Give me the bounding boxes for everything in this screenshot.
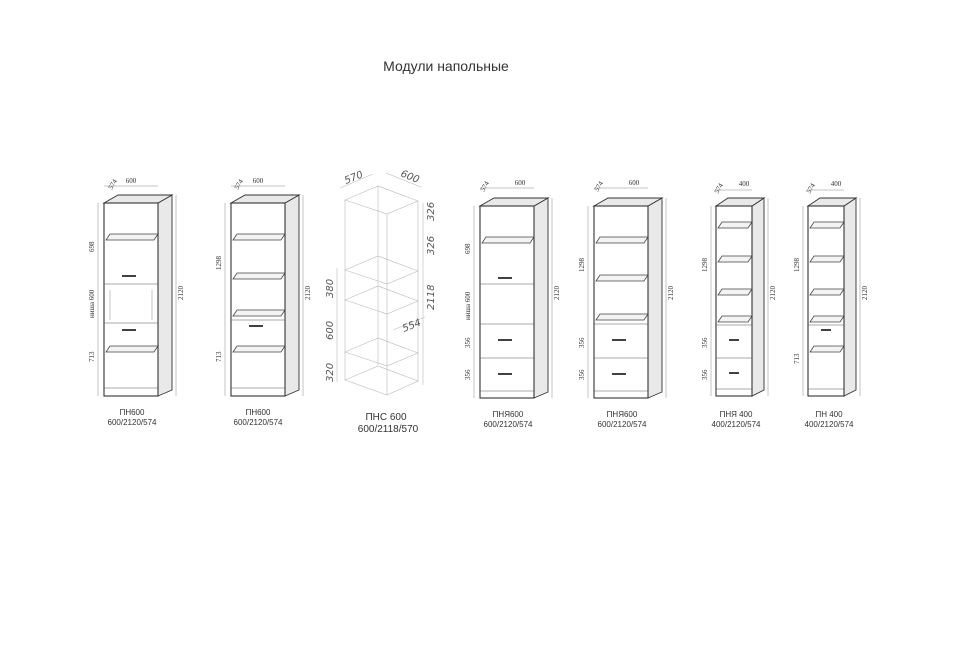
cabinet-pnya600-b: 600 574 1298 356 356 2120 ПНЯ600 600/212… [578,179,675,429]
dim-label: 356 [578,369,586,380]
cabinet-size: 400/2120/574 [805,420,854,429]
dim-label: 1298 [215,256,223,271]
cabinet-pn600-a: 600 574 698 ниша 600 713 2120 ПН600 600/… [88,177,185,427]
dim-label: 356 [578,337,586,348]
cabinet-code: ПН600 [120,408,145,417]
dim-label: 356 [464,337,472,348]
width-label: 600 [515,179,526,187]
cabinet-size: 600/2120/574 [484,420,533,429]
dim-label: 713 [88,351,96,362]
height-label: 2120 [304,286,312,301]
page-title: Модули напольные [383,58,509,74]
cabinet-code: ПНЯ600 [493,410,524,419]
height-label: 2120 [667,286,675,301]
dim-label: 326 [426,202,437,221]
width-label: 600 [126,177,137,185]
cabinet-pnya400: 400 574 1298 356 356 2120 ПНЯ 400 400/21… [701,180,777,429]
dim-label: 713 [793,353,801,364]
width-label: 600 [399,169,421,186]
cabinet-code: ПНЯ 400 [720,410,753,419]
dim-label: 713 [215,351,223,362]
dim-label: 554 [401,317,423,334]
cabinet-code: ПН600 [246,408,271,417]
cabinet-code: ПН 400 [815,410,843,419]
height-label: 2120 [177,286,185,301]
depth-label: 574 [107,177,119,191]
dim-label: 2118 [426,285,437,310]
depth-label: 574 [713,181,725,195]
dim-label: ниша 600 [88,289,96,318]
dim-label: 356 [701,369,709,380]
dim-label: 320 [325,363,336,382]
cabinet-size: 600/2118/570 [358,424,419,435]
height-label: 2120 [861,286,869,301]
cabinet-pn400: 400 574 1298 713 2120 ПН 400 400/2120/57… [793,180,869,429]
dim-label: 600 [325,321,336,340]
dim-label: 698 [464,243,472,254]
depth-label: 574 [479,179,491,193]
dim-label: 1298 [793,258,801,273]
dim-label: 380 [325,279,336,298]
dim-label: 356 [701,337,709,348]
cabinet-pnya600-a: 600 574 698 ниша 600 356 356 2120 ПНЯ600… [464,179,561,429]
dim-label: 1298 [701,258,709,273]
cabinet-size: 600/2120/574 [234,418,283,427]
width-label: 400 [831,180,842,188]
dim-label: ниша 600 [464,291,472,320]
height-label: 2120 [553,286,561,301]
cabinet-code: ПНС 600 [365,412,407,423]
depth-label: 574 [805,181,817,195]
depth-label: 574 [593,179,605,193]
dim-label: 356 [464,369,472,380]
width-label: 600 [629,179,640,187]
dim-label: 698 [88,241,96,252]
cabinet-pn600-b: 600 574 1298 713 2120 ПН600 600/2120/574 [215,177,312,427]
cabinet-size: 600/2120/574 [598,420,647,429]
dim-label: 326 [426,236,437,255]
cabinet-size: 600/2120/574 [108,418,157,427]
height-label: 2120 [769,286,777,301]
width-label: 400 [739,180,750,188]
cabinet-code: ПНЯ600 [607,410,638,419]
cabinet-size: 400/2120/574 [712,420,761,429]
depth-label: 570 [343,169,365,186]
depth-label: 574 [233,177,245,191]
dim-label: 1298 [578,258,586,273]
cabinet-pns600: 570 600 326 326 2118 380 600 554 320 ПНС… [325,169,437,435]
width-label: 600 [253,177,264,185]
